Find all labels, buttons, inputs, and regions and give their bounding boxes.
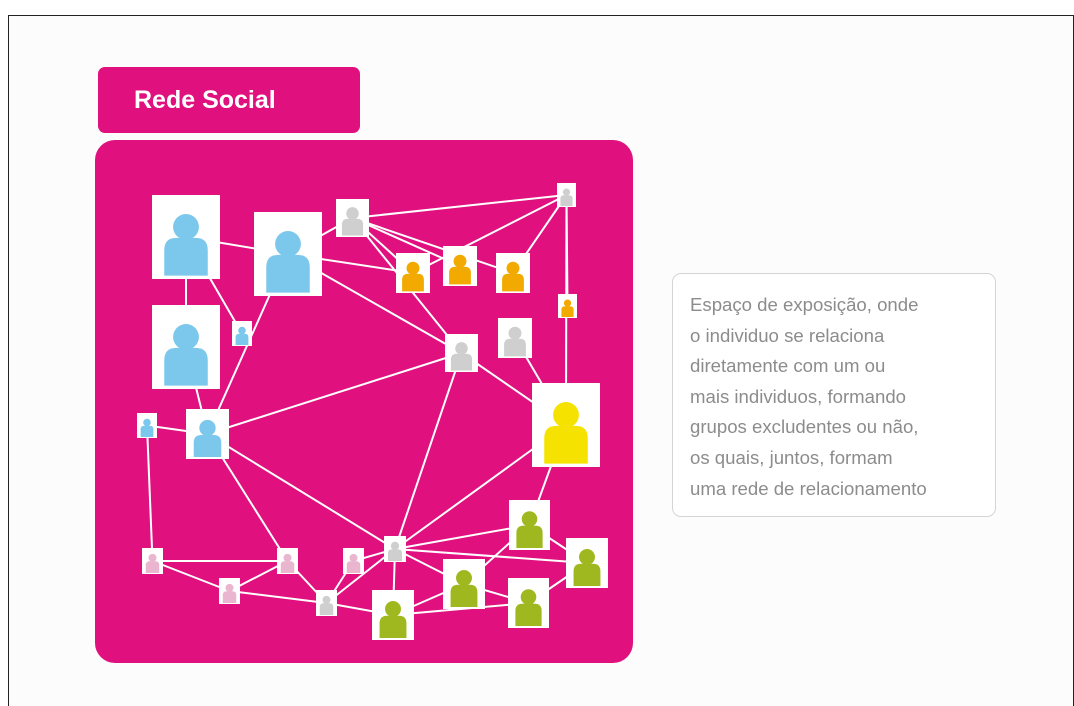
person-icon — [573, 549, 601, 586]
person-icon — [502, 261, 524, 292]
person-icon — [164, 214, 208, 276]
person-node-blue-b — [254, 212, 322, 296]
person-icon — [346, 553, 361, 573]
person-node-yellow-big — [532, 383, 600, 467]
connection-line — [206, 433, 396, 550]
connection-line — [325, 548, 396, 604]
person-node-pink-4 — [343, 548, 364, 574]
person-node-pink-1 — [142, 548, 163, 574]
network-panel — [95, 140, 633, 663]
social-network-diagram — [137, 183, 608, 640]
person-icon — [266, 231, 310, 293]
person-icon — [402, 261, 424, 292]
person-icon — [222, 583, 237, 603]
person-icon — [561, 299, 574, 318]
connection-line — [152, 560, 230, 592]
connection-line — [207, 352, 462, 435]
person-icon — [379, 601, 407, 638]
person-node-green-1 — [509, 500, 550, 550]
nodes — [137, 183, 608, 640]
connection-line — [352, 217, 514, 274]
person-node-orange-1 — [396, 253, 430, 293]
person-node-grey-top — [557, 183, 576, 207]
person-node-grey-3 — [498, 318, 532, 358]
person-node-blue-d — [186, 409, 229, 459]
description-line: diretamente com um ou — [690, 355, 886, 377]
description-text: Espaço de exposição, onde o individuo se… — [690, 290, 927, 504]
person-icon — [341, 207, 364, 236]
person-icon — [319, 595, 334, 615]
person-node-orange-3 — [496, 253, 530, 293]
person-node-blue-c — [152, 305, 220, 389]
person-icon — [544, 402, 588, 464]
person-node-grey-low — [316, 590, 337, 616]
person-node-green-5 — [508, 578, 549, 628]
person-node-green-3 — [566, 538, 608, 588]
description-line: os quais, juntos, formam — [690, 446, 893, 468]
person-icon — [450, 342, 473, 371]
person-icon — [280, 553, 295, 573]
person-node-grey-2 — [445, 334, 478, 372]
person-icon — [449, 254, 471, 285]
connection-line — [412, 194, 567, 274]
person-icon — [140, 418, 154, 437]
connection-line — [394, 352, 463, 550]
person-icon — [504, 326, 526, 357]
connection-line — [394, 524, 530, 550]
person-node-blue-a — [152, 195, 220, 279]
connection-line — [229, 590, 327, 604]
person-node-grey-center — [384, 536, 406, 562]
person-icon — [387, 541, 403, 561]
person-icon — [193, 419, 222, 457]
description-line: Espaço de exposição, onde — [690, 294, 919, 315]
person-node-pink-3 — [219, 578, 240, 604]
person-icon — [164, 324, 208, 386]
description-line: o individuo se relaciona — [690, 324, 885, 346]
person-icon — [450, 570, 478, 607]
person-icon — [515, 589, 542, 626]
person-node-green-2 — [443, 559, 485, 609]
description-line: uma rede de relacionamento — [690, 477, 927, 499]
person-node-pink-2 — [277, 548, 298, 574]
page-title: Rede Social — [134, 85, 276, 114]
description-box: Espaço de exposição, onde o individuo se… — [672, 273, 996, 517]
person-icon — [516, 511, 543, 548]
person-icon — [145, 553, 160, 573]
description-line: mais individuos, formando — [690, 385, 906, 407]
person-node-green-4 — [372, 590, 414, 640]
person-node-orange-small — [558, 294, 577, 318]
description-line: grupos excludentes ou não, — [690, 416, 919, 438]
person-node-orange-2 — [443, 246, 477, 286]
person-node-blue-small-2 — [137, 413, 157, 438]
connection-line — [146, 425, 154, 562]
person-icon — [560, 188, 573, 207]
person-node-blue-small-1 — [232, 321, 252, 346]
connection-line — [352, 194, 567, 219]
title-tab: Rede Social — [98, 67, 360, 133]
person-icon — [235, 326, 249, 345]
person-node-grey-1 — [336, 199, 369, 237]
connection-line — [394, 548, 588, 564]
